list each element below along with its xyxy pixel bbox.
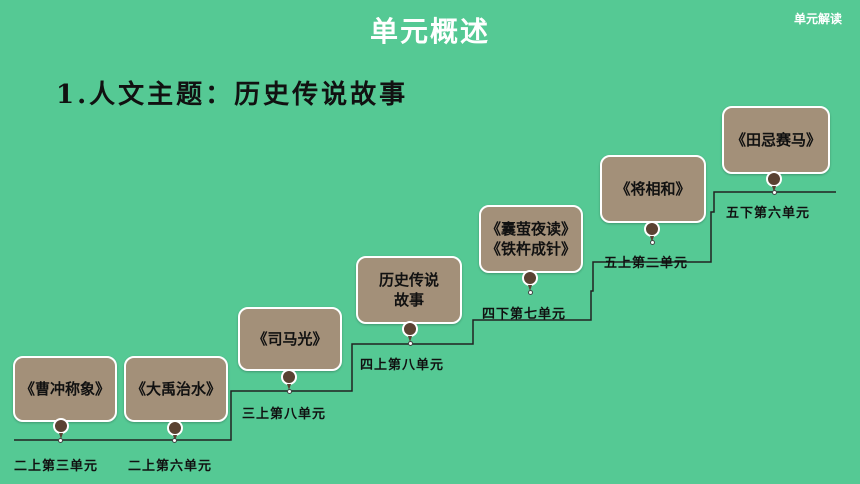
unit-label: 五下第六单元: [726, 206, 811, 221]
story-card-tian-ji: 《田忌赛马》: [722, 106, 830, 174]
page-title: 单元概述: [369, 15, 490, 48]
pin-marker-icon: [53, 418, 69, 439]
story-card-label: 《司马光》: [252, 329, 328, 348]
timeline-dot: [528, 290, 533, 295]
story-card-nang-ying: 《囊萤夜读》 《铁杵成针》: [479, 205, 583, 273]
story-card-label: 历史传说 故事: [378, 270, 439, 309]
story-card-si-ma-guang: 《司马光》: [238, 307, 342, 371]
unit-label: 四下第七单元: [482, 307, 567, 322]
story-card-label: 《田忌赛马》: [730, 130, 821, 149]
timeline-dot: [408, 341, 413, 346]
unit-label: 五上第二单元: [604, 256, 689, 271]
timeline-dot: [772, 190, 777, 195]
pin-marker-icon: [281, 369, 297, 390]
section-label: 单元解读: [793, 12, 842, 26]
story-card-label: 《曹冲称象》: [19, 379, 110, 398]
story-card-label: 《囊萤夜读》 《铁杵成针》: [485, 219, 576, 258]
unit-label: 二上第六单元: [128, 459, 213, 474]
unit-label: 四上第八单元: [360, 358, 445, 373]
pin-marker-icon: [644, 221, 660, 242]
pin-marker-icon: [402, 321, 418, 342]
timeline-dot: [650, 240, 655, 245]
timeline-dot: [172, 438, 177, 443]
section-heading: 1.人文主题：历史传说故事: [56, 80, 409, 110]
story-card-cao-chong: 《曹冲称象》: [13, 356, 117, 422]
story-card-jiang-xiang-he: 《将相和》: [600, 155, 706, 223]
unit-label: 三上第八单元: [242, 407, 327, 422]
story-card-da-yu: 《大禹治水》: [124, 356, 228, 422]
timeline-dot: [58, 438, 63, 443]
story-card-history-legends: 历史传说 故事: [356, 256, 462, 324]
story-card-label: 《将相和》: [615, 179, 691, 198]
pin-marker-icon: [167, 420, 183, 441]
pin-marker-icon: [766, 171, 782, 192]
unit-label: 二上第三单元: [14, 459, 99, 474]
pin-marker-icon: [522, 270, 538, 291]
story-card-label: 《大禹治水》: [130, 379, 221, 398]
timeline-dot: [287, 389, 292, 394]
